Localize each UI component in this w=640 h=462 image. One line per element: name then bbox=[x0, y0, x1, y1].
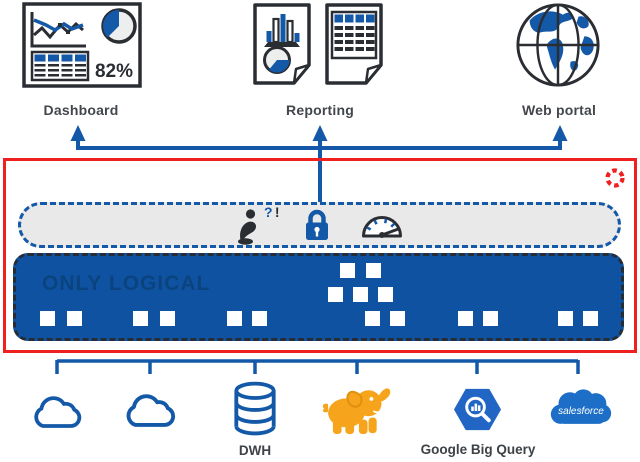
dashboard-stat: 82% bbox=[95, 61, 133, 82]
data-block bbox=[133, 311, 148, 326]
globe-icon bbox=[514, 1, 602, 89]
data-block bbox=[378, 287, 393, 302]
data-block bbox=[340, 263, 355, 278]
data-block bbox=[390, 311, 405, 326]
data-block bbox=[160, 311, 175, 326]
data-block bbox=[365, 311, 380, 326]
data-block bbox=[252, 311, 267, 326]
gauge-icon bbox=[359, 212, 405, 239]
data-block bbox=[583, 311, 598, 326]
dwh-label: DWH bbox=[238, 443, 272, 458]
broken-circle-icon bbox=[604, 167, 626, 189]
data-block bbox=[366, 263, 381, 278]
virtual-layer-bar: ONLY LOGICAL bbox=[13, 253, 624, 341]
report-chart-page-icon bbox=[252, 2, 312, 86]
salesforce-cloud-icon: salesforce bbox=[547, 385, 614, 432]
lock-icon bbox=[303, 208, 331, 242]
google-big-query-label: Google Big Query bbox=[420, 442, 536, 457]
data-block bbox=[40, 311, 55, 326]
cloud-icon bbox=[120, 388, 180, 431]
report-table-page-icon bbox=[324, 2, 384, 86]
data-block bbox=[558, 311, 573, 326]
data-block bbox=[483, 311, 498, 326]
web-portal-label: Web portal bbox=[521, 102, 597, 118]
reporting-label: Reporting bbox=[286, 102, 354, 118]
bigquery-hexagon-icon bbox=[452, 384, 503, 435]
data-block bbox=[353, 287, 368, 302]
question-mark: ? bbox=[263, 204, 273, 220]
data-block bbox=[227, 311, 242, 326]
data-block bbox=[67, 311, 82, 326]
data-block bbox=[458, 311, 473, 326]
data-block bbox=[328, 287, 343, 302]
hadoop-elephant-icon bbox=[319, 383, 393, 435]
database-cylinder-icon bbox=[232, 380, 278, 438]
middleware-highlight-box bbox=[3, 158, 637, 353]
virtual-layer-label: ONLY LOGICAL bbox=[42, 272, 211, 295]
dashboard-label: Dashboard bbox=[43, 102, 119, 118]
exclamation-mark: ! bbox=[274, 204, 280, 220]
dashboard-icon: 82% bbox=[22, 2, 142, 88]
governance-bar: ? ! bbox=[18, 202, 621, 248]
cloud-icon bbox=[28, 390, 86, 432]
salesforce-logo-text: salesforce bbox=[558, 406, 604, 417]
confused-user-icon: ? ! bbox=[235, 204, 280, 245]
